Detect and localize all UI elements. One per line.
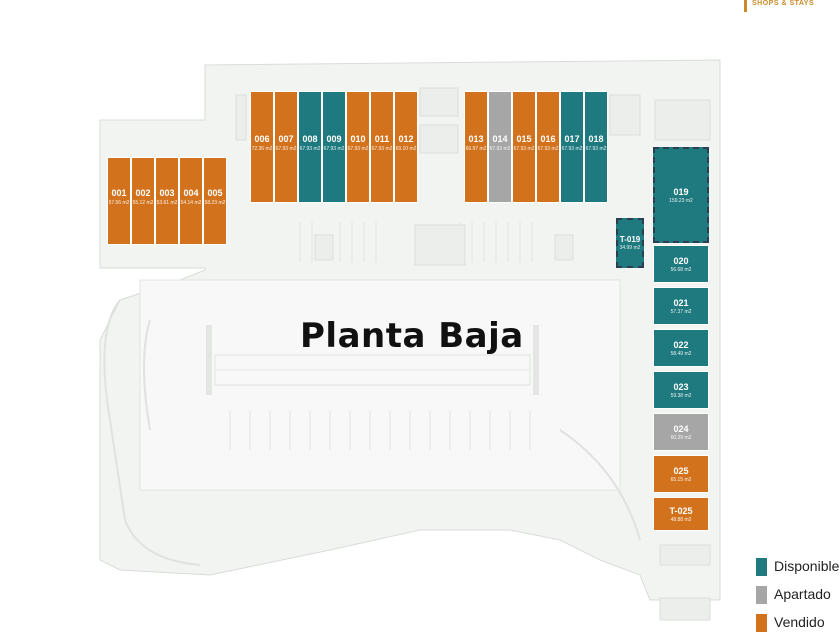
unit-area: 57.37 m2 [670,308,692,315]
unit-area: 67.93 m2 [299,146,321,152]
unit-004[interactable]: 004 54.14 m2 [179,157,203,245]
unit-014[interactable]: 014 67.93 m2 [488,91,512,203]
unit-number: 001 [111,188,127,198]
unit-number: 009 [326,134,342,144]
unit-number: 019 [673,186,689,197]
unit-number: 020 [673,255,689,266]
unit-number: 004 [183,188,199,198]
legend-label: Disponible [774,558,840,574]
brand-logo: SHOPS & STAYS [744,0,840,12]
unit-t-019[interactable]: T-019 34.99 m2 [616,218,644,268]
unit-012[interactable]: 012 69.10 m2 [394,91,418,203]
unit-number: 021 [673,297,689,308]
unit-017[interactable]: 017 67.93 m2 [560,91,584,203]
unit-t-025[interactable]: T-025 48.88 m2 [653,497,709,531]
unit-number: 016 [540,134,556,144]
unit-number: 007 [278,134,294,144]
legend-swatch [756,586,767,604]
unit-number: 005 [207,188,223,198]
unit-number: 022 [673,339,689,350]
unit-018[interactable]: 018 67.93 m2 [584,91,608,203]
floor-plan: 001 57.56 m2 002 55.12 m2 003 53.61 m2 0… [99,59,721,621]
unit-area: 67.93 m2 [513,146,535,152]
legend-swatch [756,558,767,576]
unit-005[interactable]: 005 58.23 m2 [203,157,227,245]
unit-009[interactable]: 009 67.93 m2 [322,91,346,203]
brand-bar [744,0,747,12]
unit-area: 67.93 m2 [585,146,607,152]
unit-003[interactable]: 003 53.61 m2 [155,157,179,245]
unit-area: 55.12 m2 [132,200,154,206]
unit-area: 69.10 m2 [395,146,417,152]
unit-008[interactable]: 008 67.93 m2 [298,91,322,203]
unit-area: 54.14 m2 [180,200,202,206]
unit-area: 67.93 m2 [323,146,345,152]
unit-019[interactable]: 019 159.23 m2 [653,147,709,243]
unit-area: 53.61 m2 [156,200,178,206]
unit-area: 59.38 m2 [670,392,692,399]
unit-011[interactable]: 011 67.93 m2 [370,91,394,203]
unit-006[interactable]: 006 72.36 m2 [250,91,274,203]
unit-number: 003 [159,188,175,198]
unit-number: 006 [254,134,270,144]
unit-area: 67.93 m2 [561,146,583,152]
unit-area: 67.93 m2 [347,146,369,152]
unit-016[interactable]: 016 67.93 m2 [536,91,560,203]
unit-number: 011 [374,134,390,144]
unit-number: T-019 [619,235,641,244]
unit-number: 017 [564,134,580,144]
unit-area: 34.99 m2 [619,245,641,251]
unit-area: 60.29 m2 [670,434,692,441]
unit-number: 012 [398,134,414,144]
unit-area: 58.49 m2 [670,350,692,357]
unit-number: 018 [588,134,604,144]
unit-023[interactable]: 023 59.38 m2 [653,371,709,409]
unit-002[interactable]: 002 55.12 m2 [131,157,155,245]
unit-022[interactable]: 022 58.49 m2 [653,329,709,367]
unit-area: 159.23 m2 [669,197,693,204]
unit-021[interactable]: 021 57.37 m2 [653,287,709,325]
unit-area: 57.56 m2 [108,200,130,206]
unit-number: 023 [673,381,689,392]
unit-number: 015 [516,134,532,144]
unit-area: 67.93 m2 [537,146,559,152]
unit-number: T-025 [669,505,693,516]
unit-number: 013 [468,134,484,144]
unit-number: 008 [302,134,318,144]
unit-015[interactable]: 015 67.93 m2 [512,91,536,203]
unit-013[interactable]: 013 66.97 m2 [464,91,488,203]
unit-010[interactable]: 010 67.93 m2 [346,91,370,203]
unit-area: 66.97 m2 [465,146,487,152]
unit-area: 58.23 m2 [204,200,226,206]
unit-001[interactable]: 001 57.56 m2 [107,157,131,245]
unit-024[interactable]: 024 60.29 m2 [653,413,709,451]
floor-title: Planta Baja [300,316,524,356]
unit-number: 014 [492,134,508,144]
unit-number: 010 [350,134,366,144]
unit-area: 67.93 m2 [275,146,297,152]
legend-label: Apartado [774,586,831,602]
unit-025[interactable]: 025 65.15 m2 [653,455,709,493]
unit-area: 72.36 m2 [251,146,273,152]
unit-number: 024 [673,423,689,434]
unit-area: 56.68 m2 [670,266,692,273]
unit-area: 48.88 m2 [670,516,692,523]
unit-area: 65.15 m2 [670,476,692,483]
unit-number: 025 [673,465,689,476]
unit-area: 67.93 m2 [489,146,511,152]
legend-swatch [756,614,767,632]
legend-label: Vendido [774,614,825,630]
unit-number: 002 [135,188,151,198]
brand-tagline: SHOPS & STAYS [752,0,815,7]
unit-area: 67.93 m2 [371,146,393,152]
unit-020[interactable]: 020 56.68 m2 [653,245,709,283]
unit-007[interactable]: 007 67.93 m2 [274,91,298,203]
